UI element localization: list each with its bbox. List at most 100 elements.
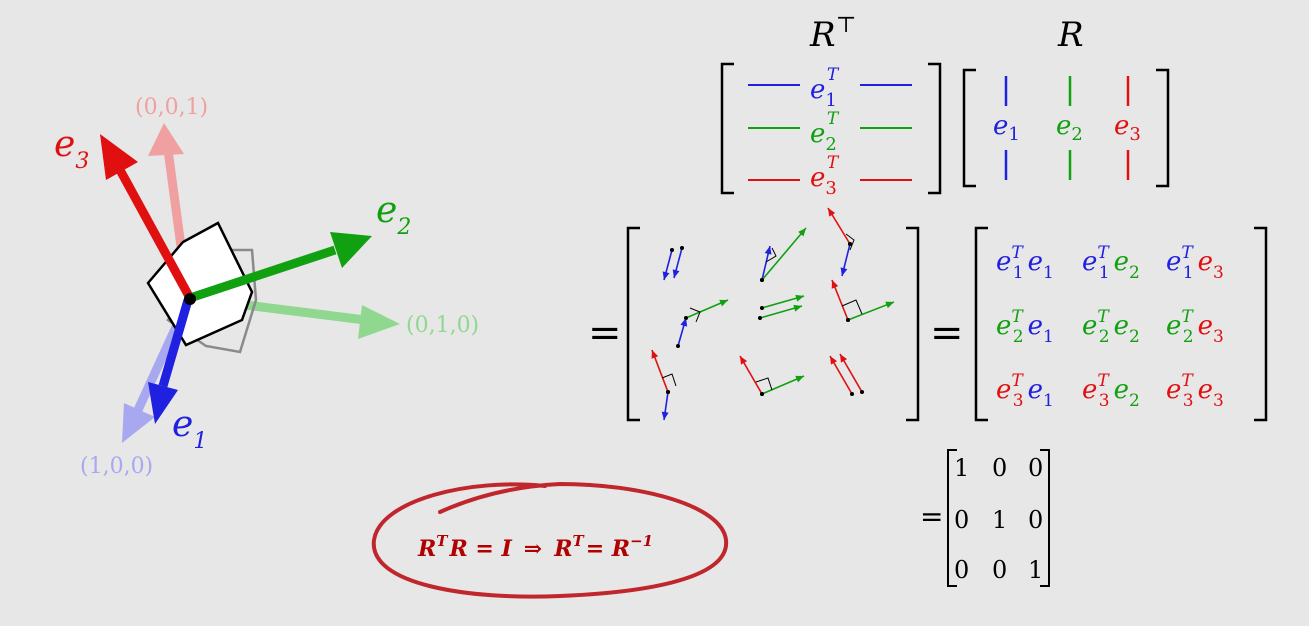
vector-shaft [847,301,895,321]
vector-head [740,356,748,365]
identity-cell: 0 [1028,506,1043,534]
transpose-mark: T [1181,307,1194,327]
world-z-arrowhead [148,123,184,156]
column-index: 1 [1043,327,1054,347]
rt-right-bracket [928,62,942,195]
vector-head [651,350,659,359]
col3-symbol: e3 [1114,111,1141,145]
pictorial-right-bracket [906,226,920,422]
e1-axis [158,298,193,388]
equals-sign-1: = [588,310,622,356]
glyph-21-right-angle [689,307,701,323]
glyph-13-e1 [840,242,852,277]
glyph-32-e2 [760,375,805,396]
glyph-23-e3 [831,279,850,322]
glyph-31-right-angle [661,373,677,387]
column-vector-symbol: e [1114,375,1129,405]
world-y-label: (0,1,0) [406,313,479,338]
row1-symbol: e1T [810,65,840,111]
e1-arrowhead [148,382,178,424]
vector-tail-dot [760,278,764,282]
transpose-mark: T [1097,371,1110,391]
column-index: 2 [1129,327,1140,347]
vector-shaft [761,227,807,281]
row-vector-symbol: e [1082,247,1097,277]
e2-arrowhead [330,232,372,268]
e3-label: e3 [54,124,89,174]
vector-tail-dot [860,390,864,394]
vector-head [661,411,669,420]
vector-head [885,301,894,309]
row-vector-symbol: e [1166,375,1181,405]
row-vector-symbol: e [996,375,1011,405]
r-right-bracket [1156,68,1170,188]
row-index: 1 [1099,263,1110,283]
vector-tail-dot [848,242,852,246]
column-vector-symbol: e [1028,375,1043,405]
glyph-31-e3 [651,349,670,394]
identity-cell: 1 [954,454,969,482]
conclusion-equation: RTR = I⇒RT= R−1 [417,532,653,562]
col2-symbol: e2 [1056,111,1083,145]
column-vector-symbol: e [1198,247,1213,277]
vector-head [795,375,804,383]
transpose-mark: T [1011,243,1024,263]
coordinate-frame: (0,0,1) (0,1,0) (1,0,0) e3 e2 e1 [54,95,479,479]
identity-cell: 0 [992,556,1007,584]
glyph-21-e1 [676,317,688,348]
identity-cell: 1 [1028,556,1043,584]
e3-axis [116,167,194,301]
r-left-bracket [962,68,976,188]
identity-cell: 0 [954,506,969,534]
glyph-32-e3 [739,355,764,396]
vector-head [672,269,680,278]
transpose-mark: T [1011,371,1024,391]
origin-dot [184,293,196,305]
vector-tail-dot [760,306,764,310]
vector-tail-dot [758,316,762,320]
world-x-arrowhead [122,403,155,443]
identity-cell: 0 [954,556,969,584]
transpose-mark: T [1097,243,1110,263]
identity-cell: 0 [992,454,1007,482]
equals-sign-2: = [930,310,964,356]
world-z-label: (0,0,1) [135,95,208,120]
r-title: R [1057,15,1084,55]
glyph-33-vector-b [839,353,864,394]
product-left-bracket [974,226,988,422]
row-index: 3 [1183,391,1194,411]
glyph-21-e2 [684,299,729,320]
hand-drawn-circle [371,481,729,599]
glyph-31-e1 [661,390,670,421]
row-vector-symbol: e [1166,247,1181,277]
glyph-12-right-angle [765,247,777,263]
rt-title: R⊤ [809,13,856,55]
row-index: 3 [1013,391,1024,411]
pictorial-matrix [626,207,920,422]
row-index: 1 [1013,263,1024,283]
transpose-mark: T [1181,243,1194,263]
column-vector-symbol: e [1028,311,1043,341]
product-right-bracket [1254,226,1268,422]
identity-cell: 1 [992,506,1007,534]
transpose-mark: T [1097,307,1110,327]
vector-tail-dot [760,392,764,396]
e2-axis [188,245,337,303]
pictorial-left-bracket [626,226,640,422]
vector-tail-dot [676,344,680,348]
row-vector-symbol: e [1166,311,1181,341]
glyph-23-right-angle [841,299,863,315]
col1-symbol: e1 [993,111,1020,145]
vector-head [830,356,838,365]
row-vector-symbol: e [996,311,1011,341]
column-index: 1 [1043,263,1054,283]
